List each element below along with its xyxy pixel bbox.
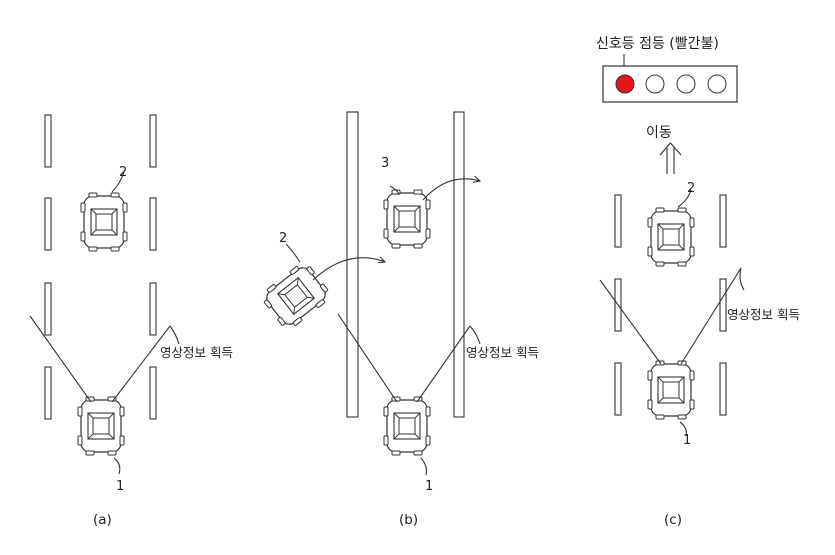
light-off-icon	[676, 74, 696, 94]
leader-line-2a	[111, 171, 125, 193]
lane-line-right	[453, 111, 465, 418]
vehicle-3-icon	[383, 189, 431, 249]
light-off-icon	[707, 74, 727, 94]
caption-b: (b)	[399, 512, 418, 528]
lane-change-arrow	[312, 258, 385, 281]
label-vehicle-1: 1	[425, 479, 433, 494]
vehicle-1-icon	[77, 396, 125, 456]
label-vehicle-3: 3	[381, 156, 389, 171]
image-acquisition-label: 영상정보 획득	[160, 345, 233, 360]
lane-line-left	[346, 111, 359, 418]
label-vehicle-2: 2	[687, 181, 695, 196]
forward-move-arrow	[422, 179, 480, 201]
panel-c: 신호등 점등 (빨간불) 이동	[596, 36, 800, 528]
leader-line-1b	[420, 457, 427, 476]
leader-line-3b	[389, 185, 400, 196]
move-label: 이동	[646, 125, 672, 141]
leader-line-1c	[679, 421, 687, 437]
vehicle-2-icon	[80, 192, 128, 252]
caption-a: (a)	[93, 512, 112, 528]
vehicle-2-icon	[647, 207, 695, 267]
label-vehicle-1: 1	[116, 479, 124, 494]
vehicle-1-icon	[647, 360, 695, 420]
label-vehicle-2: 2	[119, 165, 127, 180]
move-forward-arrow-icon	[659, 142, 682, 174]
camera-view-lines-b	[337, 313, 481, 403]
signal-on-label: 신호등 점등 (빨간불)	[596, 36, 719, 52]
image-acquisition-label: 영상정보 획득	[466, 345, 539, 360]
leader-line-1a	[113, 457, 121, 475]
lane-markings-a	[44, 114, 157, 420]
light-off-icon	[645, 74, 665, 94]
traffic-light	[602, 65, 738, 103]
vehicle-2-icon	[258, 259, 334, 333]
camera-view-lines-c	[599, 267, 745, 365]
vehicle-1-icon	[383, 396, 431, 456]
camera-view-lines-a	[29, 315, 180, 403]
red-light-icon	[615, 74, 635, 94]
panel-b: 3 2 1 영상정보 획득 (b)	[258, 111, 539, 528]
image-acquisition-label: 영상정보 획득	[727, 307, 800, 322]
leader-line-2b	[285, 243, 301, 263]
caption-c: (c)	[664, 512, 682, 528]
panel-a: 2 1 영상정보 획득 (a)	[29, 114, 233, 528]
label-vehicle-1: 1	[683, 433, 691, 448]
leader-line-2c	[677, 189, 692, 208]
label-vehicle-2: 2	[279, 231, 287, 246]
